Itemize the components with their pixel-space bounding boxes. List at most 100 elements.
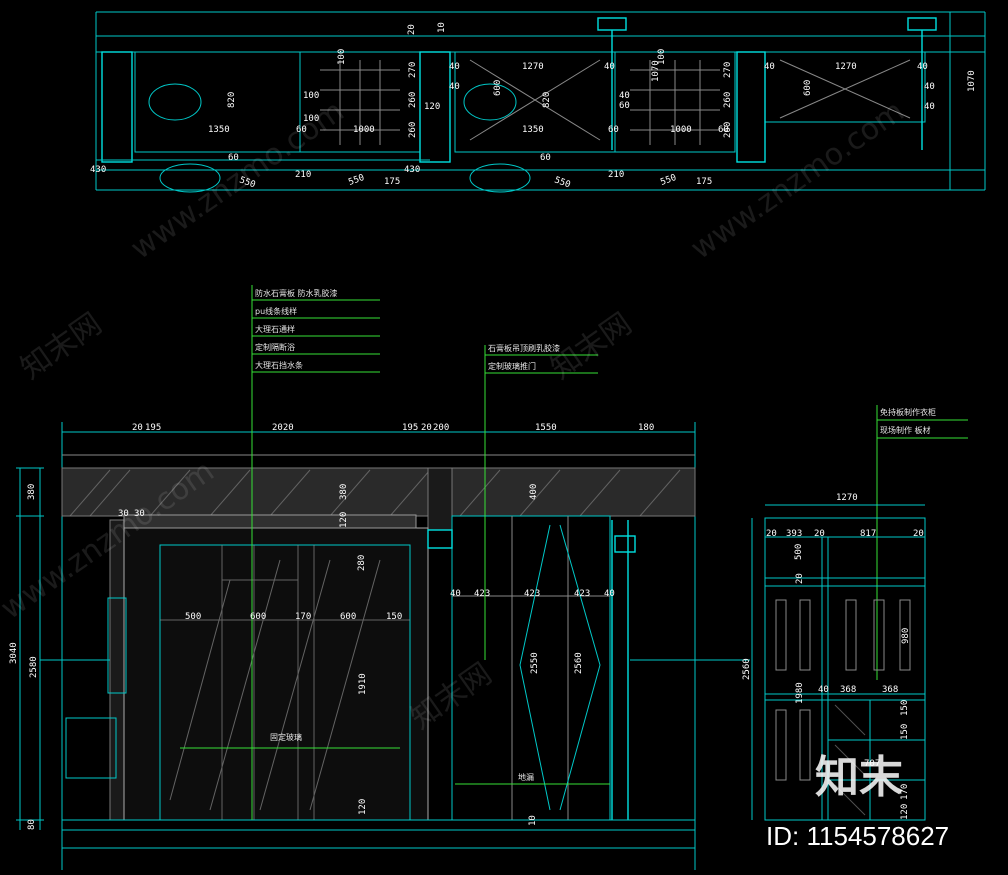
plan-dim-26: 60 [619, 101, 630, 111]
ward-dim-12: 40 [818, 685, 829, 695]
elev-dim-19: 600 [250, 612, 266, 622]
ward-dim-11: 1980 [795, 682, 805, 704]
wardrobe-elevation [751, 504, 926, 821]
ward-dim-18: 170 [900, 784, 910, 800]
plan-dim-20: 40 [449, 62, 460, 72]
plan-dim-2: 10 [437, 22, 447, 33]
plan-dim-46: 60 [228, 153, 239, 163]
plan-dim-41: 550 [553, 175, 572, 190]
plan-dim-15: 1000 [353, 125, 375, 135]
plan-dim-11: 820 [227, 92, 237, 108]
elev-dim-16: 120 [339, 512, 349, 528]
plan-dim-8: 1270 [835, 62, 857, 72]
plan-dim-16: 270 [408, 62, 418, 78]
plan-dim-22: 820 [542, 92, 552, 108]
plan-dim-13: 60 [296, 125, 307, 135]
callout-wardrobe: 免持板制作衣柜 [880, 407, 936, 417]
brand-corner: 知末 ID: 1154578627 [766, 752, 949, 851]
plan-dim-33: 600 [803, 80, 813, 96]
ward-dim-10: 2560 [742, 658, 752, 680]
ward-dim-17: 707 [864, 759, 880, 769]
plan-dim-32: 40 [764, 62, 775, 72]
elev-dim-11: 2580 [29, 656, 39, 678]
elev-dim-26: 423 [474, 589, 490, 599]
label-floor-drain: 地漏 [518, 772, 534, 782]
plan-dim-39: 175 [384, 177, 400, 187]
plan-dim-17: 260 [408, 92, 418, 108]
plan-dim-30: 260 [723, 92, 733, 108]
ward-dim-7: 500 [794, 544, 804, 560]
elev-dim-24: 120 [358, 799, 368, 815]
elev-dim-7: 1550 [535, 423, 557, 433]
watermark-brand-1: 知末网 [15, 306, 109, 386]
ward-dim-1: 1270 [836, 493, 858, 503]
elevation-callouts: 防水石膏板 防水乳胶漆 pu线条线样 大理石通样 定制隔断浴 大理石挡水条 石膏… [255, 288, 936, 782]
ward-dim-19: 120 [900, 804, 910, 820]
floor-plan [95, 11, 986, 193]
plan-dim-1: 20 [407, 24, 417, 35]
watermark-site-1: www.znzmo.com [125, 94, 351, 267]
plan-dim-6: 1070 [651, 60, 661, 82]
callout-leaders [252, 299, 968, 439]
plan-dim-12: 1350 [208, 125, 230, 135]
callout-site-made: 现场制作 板材 [880, 425, 931, 435]
plan-dim-38: 550 [347, 173, 366, 188]
plan-dim-28: 60 [718, 125, 729, 135]
wardrobe-dimensions: 1270 20 393 20 817 20 500 20 980 2560 19… [742, 493, 924, 820]
plan-dim-47: 40 [449, 82, 460, 92]
plan-dim-3: 100 [337, 49, 347, 65]
plan-dim-44: 175 [696, 177, 712, 187]
bathroom-elevation [16, 285, 878, 870]
label-fixed-glass: 固定玻璃 [270, 732, 302, 742]
ward-dim-6: 20 [913, 529, 924, 539]
callout-sliding-door: 定制玻璃推门 [488, 361, 536, 371]
plan-dim-40: 430 [404, 165, 420, 175]
plan-dim-5: 40 [604, 62, 615, 72]
callout-partition: 定制隔断浴 [255, 342, 295, 352]
plan-dim-14: 100 [303, 91, 319, 101]
plan-dim-25: 40 [619, 91, 630, 101]
elev-dim-30: 400 [529, 484, 539, 500]
ward-dim-14: 368 [882, 685, 898, 695]
callout-ceiling: 石膏板吊顶刷乳胶漆 [488, 343, 560, 353]
callout-waterproof: 防水石膏板 防水乳胶漆 [255, 288, 338, 298]
plan-dim-18: 260 [408, 122, 418, 138]
elev-dim-25: 40 [450, 589, 461, 599]
plan-dim-29: 270 [723, 62, 733, 78]
ward-dim-15: 150 [900, 700, 910, 716]
drawing-id: ID: 1154578627 [766, 821, 949, 851]
ward-dim-4: 20 [814, 529, 825, 539]
elev-dim-28: 423 [574, 589, 590, 599]
elev-dim-5: 20 [421, 423, 432, 433]
elev-dim-20: 170 [295, 612, 311, 622]
ward-dim-13: 368 [840, 685, 856, 695]
elev-dim-6: 200 [433, 423, 449, 433]
plan-dim-23: 1350 [522, 125, 544, 135]
plan-dim-19: 120 [424, 102, 440, 112]
elev-dim-32: 2560 [574, 652, 584, 674]
ward-dim-2: 20 [766, 529, 777, 539]
elev-dim-1: 20 [132, 423, 143, 433]
elev-dim-10: 3040 [9, 642, 19, 664]
plan-dim-7: 100 [657, 49, 667, 65]
elevation-dimensions: 20 195 2020 195 20 200 1550 180 380 3040… [9, 423, 654, 830]
ward-dim-3: 393 [786, 529, 802, 539]
ward-dim-16: 150 [900, 724, 910, 740]
brand-logo: 知末 [815, 752, 903, 803]
plan-dim-49: 40 [924, 102, 935, 112]
plan-dim-31: 260 [723, 122, 733, 138]
callout-threshold: 大理石挡水条 [255, 360, 303, 370]
plan-dim-42: 210 [608, 170, 624, 180]
elev-dim-21: 600 [340, 612, 356, 622]
plan-dim-48: 60 [540, 153, 551, 163]
elev-dim-12: 80 [27, 819, 37, 830]
elev-dim-9: 380 [27, 484, 37, 500]
plan-dim-27: 1000 [670, 125, 692, 135]
elev-dim-13: 30 [118, 509, 129, 519]
elev-dim-3: 2020 [272, 423, 294, 433]
callout-marble: 大理石通样 [255, 324, 295, 334]
elev-dim-2: 195 [145, 423, 161, 433]
plan-dim-10: 1070 [967, 70, 977, 92]
plan-dimensions: 20 10 100 1270 40 1070 100 1270 40 1070 … [90, 22, 977, 190]
plan-dim-43: 550 [659, 173, 678, 188]
